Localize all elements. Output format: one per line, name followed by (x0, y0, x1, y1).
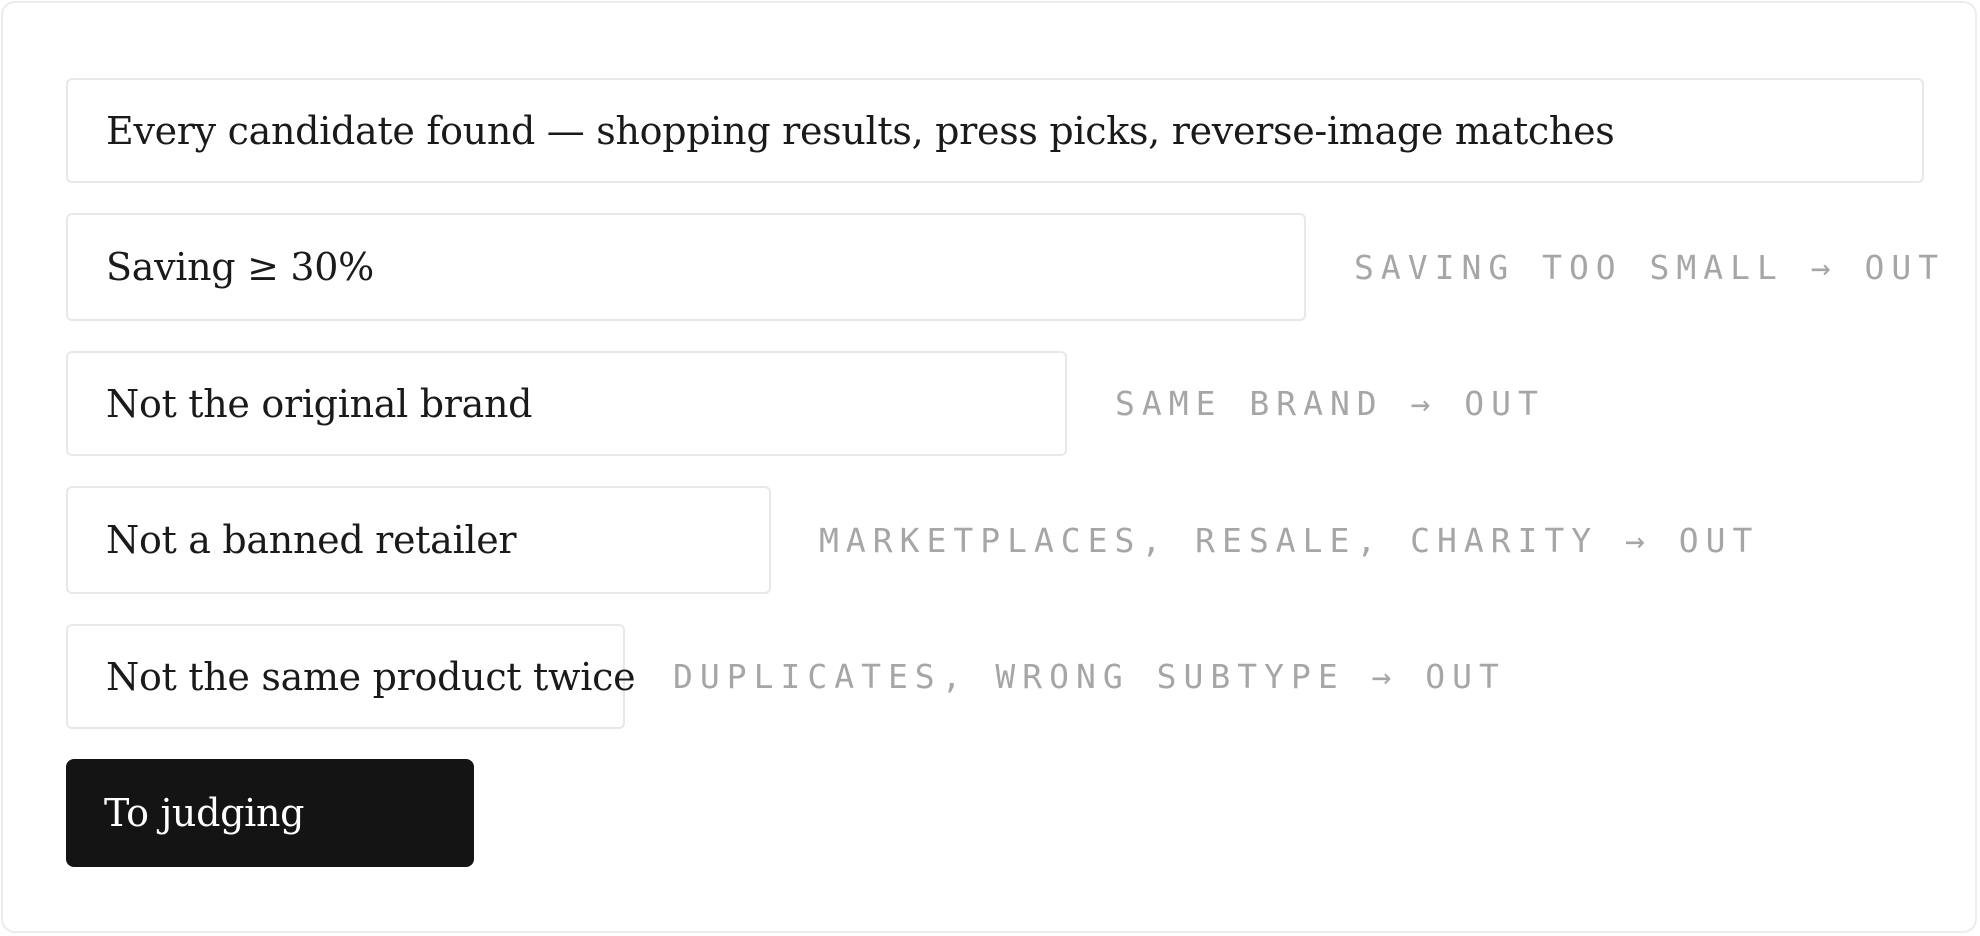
filter-label-duplicate: Not the same product twice (106, 654, 636, 699)
filter-box-saving: Saving ≥ 30% (66, 213, 1306, 321)
rejection-note-retailer: MARKETPLACES, RESALE, CHARITY → OUT (819, 520, 1760, 560)
candidates-label: Every candidate found — shopping results… (106, 108, 1615, 153)
funnel-start-row: Every candidate found — shopping results… (66, 78, 1924, 183)
candidates-box: Every candidate found — shopping results… (66, 78, 1924, 183)
filter-label-brand: Not the original brand (106, 381, 533, 426)
rejection-note-brand: SAME BRAND → OUT (1115, 384, 1545, 423)
filter-row-duplicate: Not the same product twice DUPLICATES, W… (66, 624, 1506, 729)
rejection-note-saving: SAVING TOO SMALL → OUT (1354, 247, 1946, 287)
filter-row-retailer: Not a banned retailer MARKETPLACES, RESA… (66, 486, 1759, 594)
filter-label-retailer: Not a banned retailer (106, 518, 517, 562)
filter-box-retailer: Not a banned retailer (66, 486, 771, 594)
funnel-end-row: To judging (66, 759, 474, 867)
to-judging-box: To judging (66, 759, 474, 867)
rejection-note-duplicate: DUPLICATES, WRONG SUBTYPE → OUT (673, 657, 1506, 696)
filter-box-brand: Not the original brand (66, 351, 1067, 456)
filter-row-saving: Saving ≥ 30% SAVING TOO SMALL → OUT (66, 213, 1945, 321)
filter-label-saving: Saving ≥ 30% (106, 245, 374, 289)
to-judging-label: To judging (104, 791, 305, 835)
filter-row-brand: Not the original brand SAME BRAND → OUT (66, 351, 1545, 456)
filter-box-duplicate: Not the same product twice (66, 624, 636, 729)
